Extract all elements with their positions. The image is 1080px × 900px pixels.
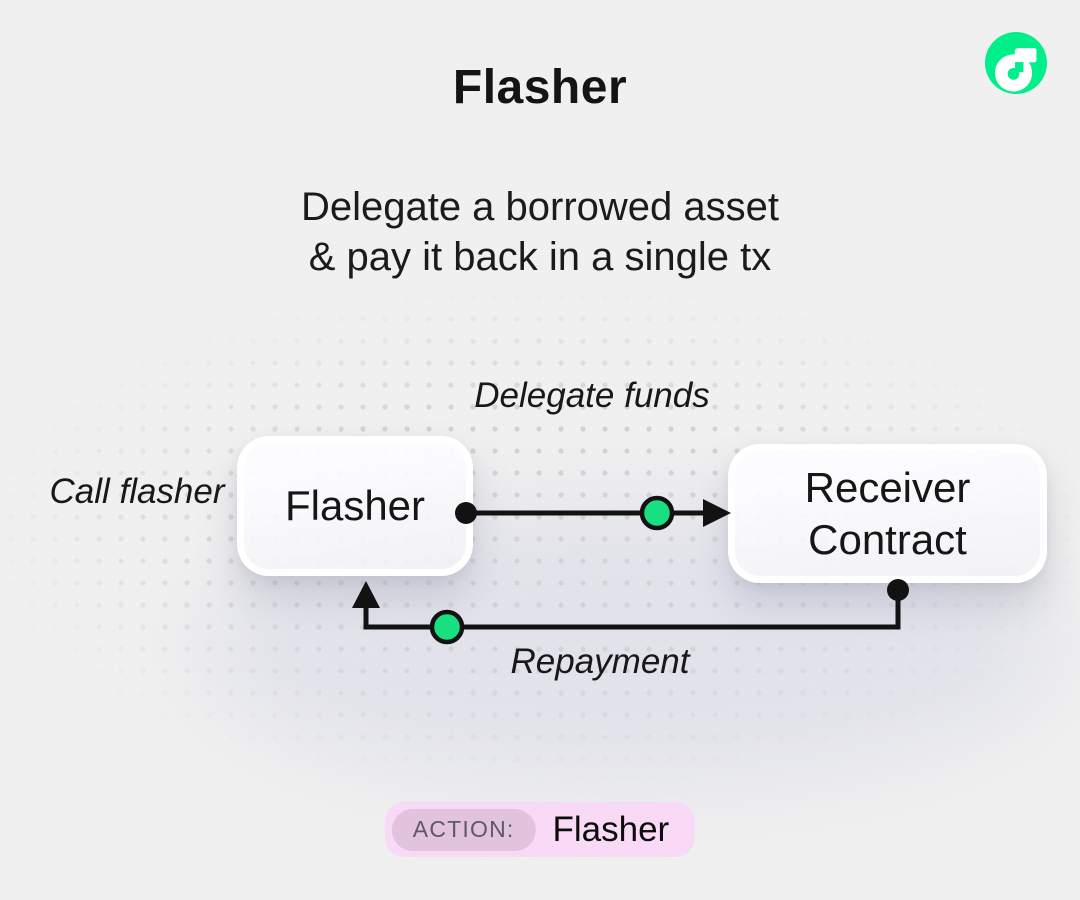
label-delegate-funds: Delegate funds [474, 376, 710, 415]
subtitle-line-1: Delegate a borrowed asset [300, 185, 780, 229]
node-receiver: Receiver Contract [728, 444, 1047, 583]
action-value: Flasher [552, 809, 670, 849]
logo-notch [1015, 62, 1024, 72]
page-title: Flasher [452, 61, 628, 114]
subtitle-line-2: & pay it back in a single tx [308, 235, 772, 279]
node-flasher-label: Flasher [284, 482, 426, 530]
label-repayment: Repayment [510, 642, 690, 681]
action-badge: ACTION: Flasher [384, 802, 696, 857]
flow-logo-icon [985, 32, 1047, 94]
node-flasher: Flasher [237, 436, 473, 576]
label-call-flasher: Call flasher [49, 472, 225, 511]
node-receiver-label: Receiver Contract [804, 464, 971, 563]
page-subtitle: Delegate a borrowed asset & pay it back i… [0, 182, 1080, 282]
action-prefix-pill: ACTION: [391, 808, 536, 851]
